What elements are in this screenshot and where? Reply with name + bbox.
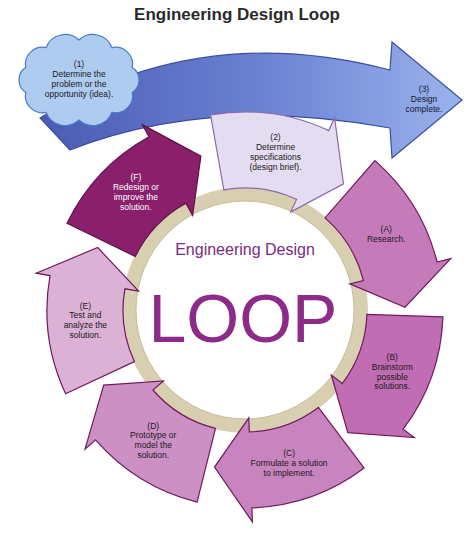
test-arrow: (E)Test and analyze the solution. [33, 244, 142, 397]
text-block: (E)Test and analyze the solution. [55, 302, 115, 341]
step-text: Formulate a solution to implement. [250, 459, 328, 479]
specification-arrow: (2)Determine specifications (design brie… [207, 109, 346, 216]
text-block: (A)Research. [358, 225, 414, 245]
step-text: Brainstorm possible solutions. [364, 363, 420, 392]
step-text: Determine specifications (design brief). [237, 143, 315, 172]
arrow-outline [67, 125, 201, 257]
step-text: Test and analyze the solution. [55, 311, 115, 340]
arrow-outline [215, 407, 365, 522]
step-text: Prototype or model the solution. [123, 431, 183, 460]
loop-subtitle: Engineering Design [175, 242, 315, 258]
text-block: (2)Determine specifications (design brie… [237, 133, 315, 172]
loop-word: LOOP [149, 284, 338, 352]
text-block: (3)Design complete. [396, 85, 452, 114]
text-block: (F)Redesign or improve the solution. [106, 173, 166, 212]
ring-edge [136, 201, 354, 419]
research-arrow: (A)Research. [322, 157, 454, 310]
brainstorm-arrow: (B)Brainstorm possible solutions. [328, 311, 446, 441]
step-number: (B) [364, 353, 420, 363]
formulate-arrow: (C)Formulate a solution to implement. [211, 404, 367, 525]
step-number: (E) [55, 302, 115, 312]
arrow-outline [325, 161, 451, 308]
step-number: (3) [396, 85, 452, 95]
arrow-outline [36, 248, 138, 394]
step-number: (1) [37, 60, 121, 70]
text-block: (D)Prototype or model the solution. [123, 422, 183, 461]
text-block: (1)Determine the problem or the opportun… [37, 60, 121, 99]
arrow-outline [331, 314, 443, 437]
idea-cloud: (1)Determine the problem or the opportun… [12, 27, 145, 133]
arrow-outline [19, 34, 139, 125]
step-text: Determine the problem or the opportunity… [37, 70, 121, 99]
text-block: (C)Formulate a solution to implement. [250, 449, 328, 478]
step-number: (D) [123, 422, 183, 432]
prototype-arrow: (D)Prototype or model the solution. [82, 377, 219, 505]
text-block: (B)Brainstorm possible solutions. [364, 353, 420, 392]
step-number: (F) [106, 173, 166, 183]
step-number: (C) [250, 449, 328, 459]
arrow-outline [85, 381, 216, 502]
step-number: (2) [237, 133, 315, 143]
step-text: Redesign or improve the solution. [106, 183, 166, 212]
arrow-outline [211, 112, 344, 212]
step-text: Research. [358, 235, 414, 245]
ring-band [129, 194, 361, 426]
redesign-arrow: (F)Redesign or improve the solution. [64, 121, 204, 259]
step-number: (A) [358, 225, 414, 235]
diagram-title: Engineering Design Loop [0, 5, 474, 25]
step-text: Design complete. [396, 95, 452, 115]
